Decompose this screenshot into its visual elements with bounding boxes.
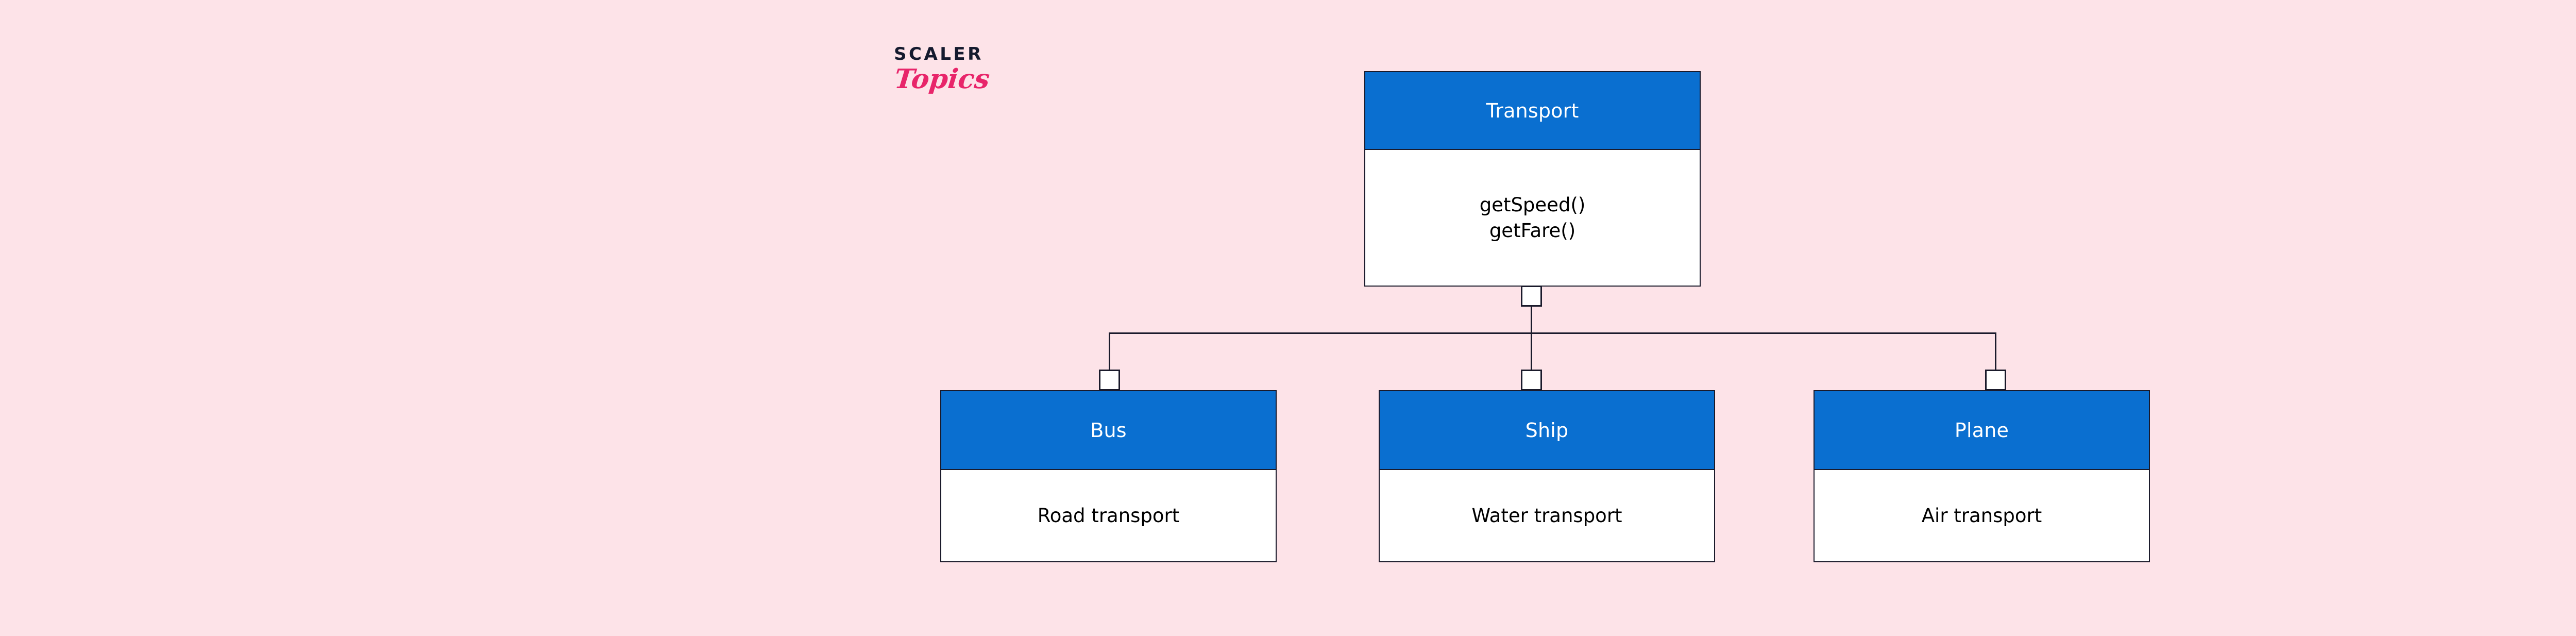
class-box-bus[interactable]: Bus Road transport bbox=[940, 390, 1277, 562]
class-body-ship: Water transport bbox=[1380, 470, 1714, 561]
scaler-topics-logo: SCALER Topics bbox=[893, 44, 1064, 128]
class-header-transport: Transport bbox=[1365, 72, 1700, 150]
class-header-ship: Ship bbox=[1380, 391, 1714, 470]
class-member: getSpeed() bbox=[1479, 193, 1586, 216]
class-box-transport[interactable]: Transport getSpeed() getFare() bbox=[1364, 71, 1701, 287]
connector-stub-bus bbox=[1099, 370, 1120, 391]
connector-vertical-bus bbox=[1109, 332, 1110, 371]
connector-vertical-plane bbox=[1995, 332, 1996, 371]
logo-script-topics: Topics bbox=[893, 63, 991, 95]
connector-vertical-parent bbox=[1531, 307, 1532, 333]
connector-stub-ship bbox=[1521, 370, 1542, 391]
connector-stub-parent bbox=[1521, 286, 1542, 307]
class-body-bus: Road transport bbox=[941, 470, 1276, 561]
connector-vertical-ship bbox=[1531, 332, 1532, 371]
class-box-ship[interactable]: Ship Water transport bbox=[1379, 390, 1715, 562]
logo-wordmark: SCALER bbox=[894, 44, 984, 64]
connector-stub-plane bbox=[1985, 370, 2006, 391]
class-header-bus: Bus bbox=[941, 391, 1276, 470]
class-body-transport: getSpeed() getFare() bbox=[1365, 150, 1700, 286]
class-header-plane: Plane bbox=[1815, 391, 2149, 470]
class-box-plane[interactable]: Plane Air transport bbox=[1814, 390, 2150, 562]
connector-horizontal-bus bbox=[1109, 332, 1996, 334]
class-member: getFare() bbox=[1489, 219, 1576, 242]
class-body-plane: Air transport bbox=[1815, 470, 2149, 561]
